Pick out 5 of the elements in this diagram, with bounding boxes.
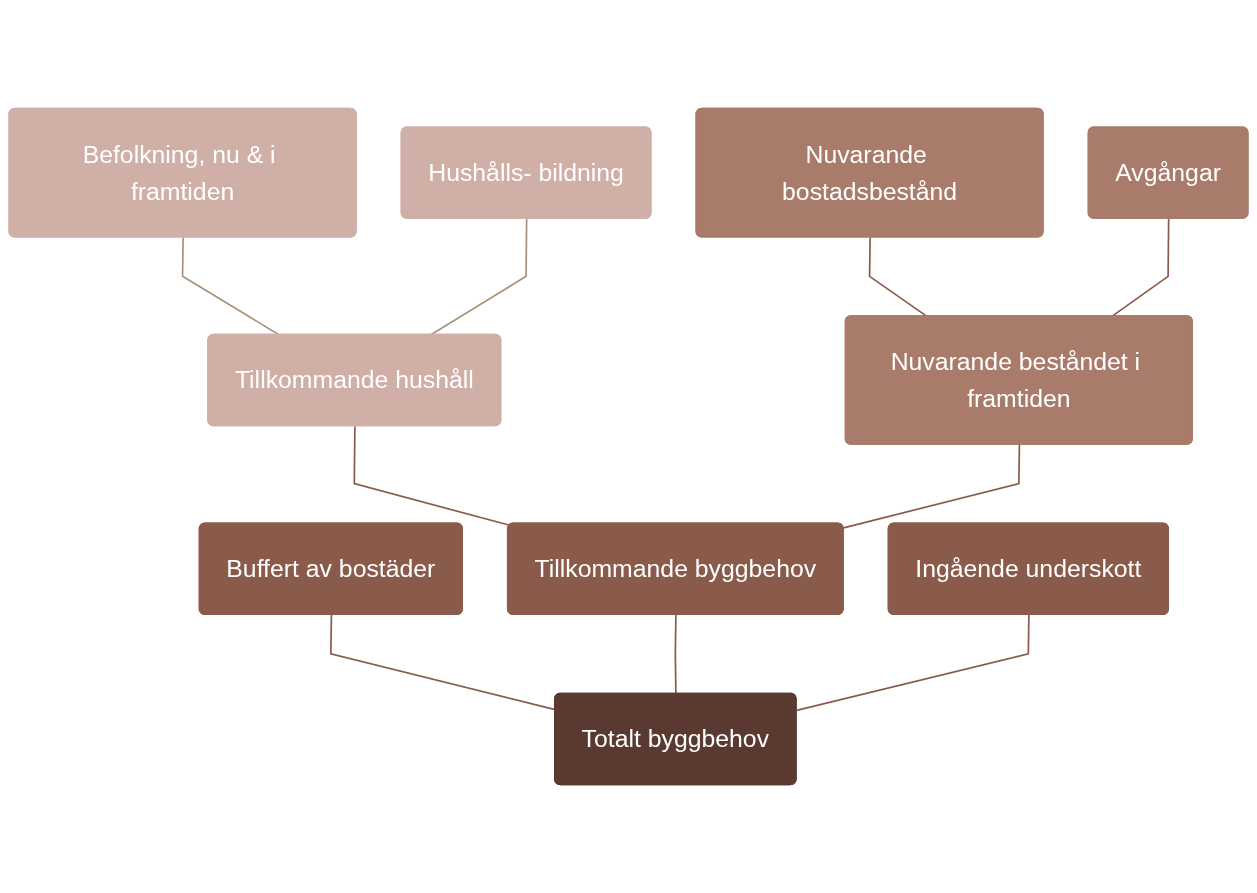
connector	[429, 218, 528, 336]
connector	[181, 236, 281, 336]
connector	[842, 443, 1021, 529]
connector	[353, 425, 511, 527]
connector	[674, 614, 677, 695]
